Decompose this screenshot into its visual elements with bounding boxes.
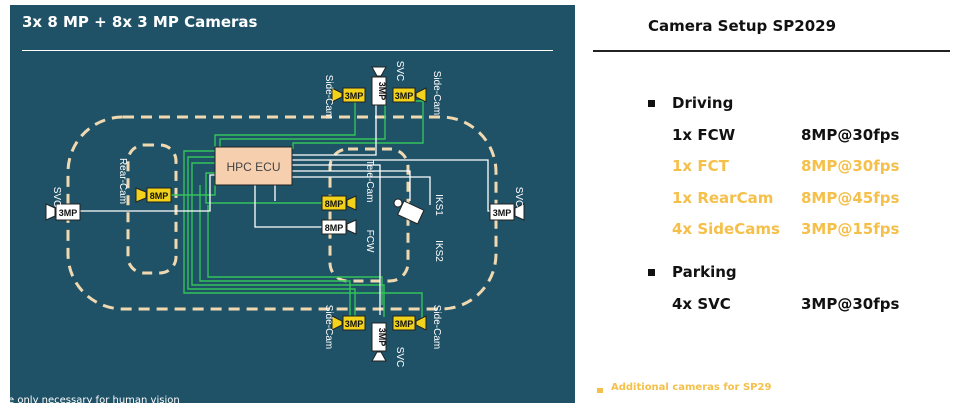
bottom-svc-cam: 3MP <box>371 322 387 362</box>
diagram-footnote: e only necessary for human vision <box>10 395 180 403</box>
setup-title: Camera Setup SP2029 <box>648 17 837 35</box>
spec-row-name: 4x SVC <box>672 295 731 313</box>
vehicle-outline <box>66 115 498 311</box>
spec-row-value: 8MP@45fps <box>801 189 900 207</box>
camera-diagram-panel: 3x 8 MP + 8x 3 MP Cameras <box>10 5 575 403</box>
spec-row-value: 8MP@30fps <box>801 157 900 175</box>
spec-row-name: 1x FCT <box>672 157 729 175</box>
tele-cam-8mp: 8MP <box>321 195 357 211</box>
iks2-label: IKS2 <box>433 240 444 262</box>
front-svc-cam: 3MP <box>489 203 525 221</box>
bottom-left-side-cam-label: Side-Cam <box>323 305 334 349</box>
top-right-side-cam: 3MP <box>392 87 427 103</box>
rear-svc-cam: 3MP <box>45 203 81 221</box>
svg-text:8MP: 8MP <box>325 199 344 209</box>
bottom-left-side-cam: 3MP <box>331 315 366 331</box>
parking-bullet <box>648 269 655 276</box>
bottom-right-side-cam-label: Side-Cam <box>431 305 442 349</box>
iks-sensor-icon <box>393 198 425 225</box>
spec-row-value: 8MP@30fps <box>801 126 900 144</box>
spec-row-value: 3MP@15fps <box>801 220 900 238</box>
legend-text: Additional cameras for SP29 <box>611 382 772 393</box>
svg-text:3MP: 3MP <box>493 208 512 218</box>
svg-text:3MP: 3MP <box>345 91 364 101</box>
svg-text:3MP: 3MP <box>395 91 414 101</box>
iks1-label: IKS1 <box>433 194 444 216</box>
bottom-svc-label: SVC <box>394 347 405 368</box>
top-svc-label: SVC <box>394 61 405 82</box>
rear-cam-8mp: 8MP <box>135 187 172 203</box>
section-driving-label: Driving <box>672 94 734 112</box>
spec-row-name: 1x RearCam <box>672 189 774 207</box>
top-left-side-cam-label: Side-Cam <box>323 75 334 119</box>
title-divider <box>22 50 553 51</box>
diagram-title: 3x 8 MP + 8x 3 MP Cameras <box>22 13 258 31</box>
fcw-cam-8mp: 8MP <box>321 219 357 235</box>
spec-row-name: 1x FCW <box>672 126 736 144</box>
svg-text:3MP: 3MP <box>377 328 387 347</box>
svg-text:3MP: 3MP <box>345 319 364 329</box>
top-right-side-cam-label: Side-Cam <box>431 71 442 115</box>
section-parking-label: Parking <box>672 263 737 281</box>
svg-text:8MP: 8MP <box>150 191 169 201</box>
spec-row-name: 4x SideCams <box>672 220 780 238</box>
front-cam-zone <box>328 147 410 283</box>
tele-cam-label: Tele-Cam <box>364 160 375 203</box>
rear-svc-label: SVC <box>51 187 62 208</box>
svg-text:3MP: 3MP <box>59 208 78 218</box>
svg-text:3MP: 3MP <box>377 82 387 101</box>
legend-swatch <box>597 388 603 393</box>
rear-cam-zone <box>126 143 178 275</box>
setup-title-divider <box>593 50 950 52</box>
svg-text:3MP: 3MP <box>395 319 414 329</box>
hpc-ecu-label: HPC ECU <box>226 160 280 174</box>
top-svc-cam: 3MP <box>371 66 387 106</box>
bottom-right-side-cam: 3MP <box>392 315 427 331</box>
vehicle-layout-diagram: HPC ECU 3MP 3MP 3MP Side-Cam SVC Side-Ca… <box>45 61 525 368</box>
driving-bullet <box>648 100 655 107</box>
front-svc-label: SVC <box>513 187 524 208</box>
top-left-side-cam: 3MP <box>331 87 366 103</box>
green-wiring <box>170 100 424 326</box>
spec-row-value: 3MP@30fps <box>801 295 900 313</box>
hpc-ecu-box <box>214 146 293 186</box>
fcw-label: FCW <box>364 230 375 253</box>
rear-cam-label: Rear-Cam <box>117 158 128 204</box>
svg-text:8MP: 8MP <box>325 223 344 233</box>
